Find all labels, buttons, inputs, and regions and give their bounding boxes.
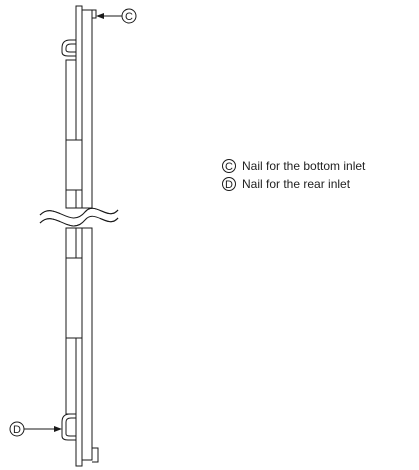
- callout-c-letter: C: [125, 11, 133, 23]
- legend-c-circle: [222, 159, 236, 173]
- panel-side-profile: [39, 5, 119, 467]
- bottom-lip: [92, 447, 99, 463]
- callout-c: C: [96, 8, 137, 24]
- break-line-lower-redraw: [39, 215, 119, 227]
- break-gap-mask: [60, 212, 100, 224]
- break-line-upper-redraw: [39, 207, 119, 219]
- nail-hook-top-inner: [65, 43, 76, 53]
- callout-c-arrowhead: [96, 13, 104, 19]
- nail-hook-top: [61, 39, 76, 57]
- callout-d-arrowhead: [54, 426, 62, 432]
- legend-d-letter: D: [225, 179, 233, 191]
- callout-c-circle: [121, 8, 137, 24]
- legend-d-text: Nail for the rear inlet: [242, 177, 351, 191]
- panel-back-plate-top: [65, 59, 77, 209]
- panel-bracket-bottom: [65, 257, 83, 339]
- panel-inner-plate-top: [81, 9, 93, 209]
- top-lip: [92, 9, 97, 19]
- callout-d-letter: D: [13, 424, 21, 436]
- legend-item-c: C Nail for the bottom inlet: [222, 159, 366, 173]
- nail-hook-bottom-inner: [65, 417, 76, 437]
- legend-c-text: Nail for the bottom inlet: [242, 159, 366, 173]
- legend-item-d: D Nail for the rear inlet: [222, 177, 351, 191]
- callout-d: D: [9, 421, 62, 437]
- panel-inner-plate-bottom: [81, 227, 93, 461]
- panel-bracket-top: [65, 139, 83, 191]
- legend: C Nail for the bottom inlet D Nail for t…: [222, 159, 366, 191]
- legend-d-circle: [222, 177, 236, 191]
- legend-c-letter: C: [225, 161, 233, 173]
